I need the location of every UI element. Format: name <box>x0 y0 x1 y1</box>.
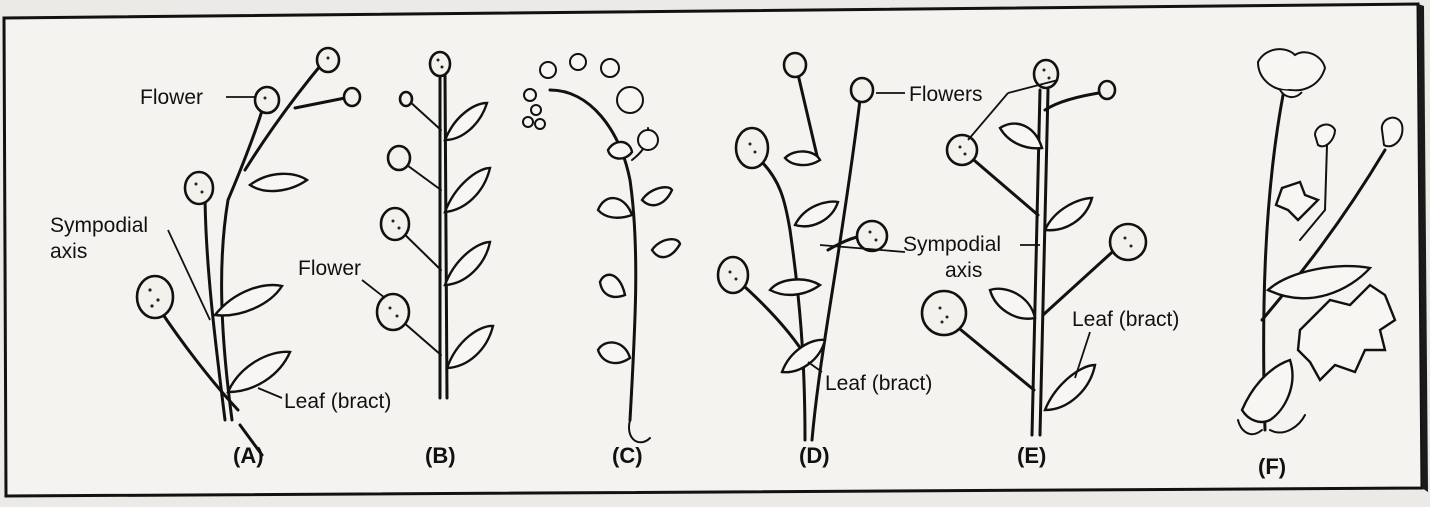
panel-a-caption: (A) <box>233 443 264 468</box>
panel-e-flowers-label: Flowers <box>909 83 983 106</box>
panel-c-flower-7 <box>617 87 643 113</box>
figure-border <box>4 4 1422 496</box>
panel-a-flower-label: Flower <box>140 86 203 109</box>
panel-c-bud-1 <box>570 54 586 70</box>
panel-c-flower-8 <box>638 130 658 150</box>
panel-a-axis-label-1: Sympodial <box>50 214 148 237</box>
panel-e-leaf-label: Leaf (bract) <box>1072 308 1179 331</box>
panel-d-flower-2 <box>851 78 873 102</box>
panel-e-flower-3 <box>947 135 977 165</box>
panel-f-flower-1 <box>1258 49 1325 90</box>
panel-d-flower-3 <box>736 128 768 168</box>
panel-c-caption: (C) <box>612 443 643 468</box>
panel-d-flower-1 <box>784 53 806 77</box>
panel-e-axis-label-1: Sympodial <box>903 233 1001 256</box>
panel-a-flower-2 <box>317 48 339 72</box>
panel-d-flower-4 <box>857 221 887 251</box>
panel-b-axis-2 <box>445 75 447 398</box>
panel-a-flower-1 <box>255 87 279 113</box>
panel-c-flower-9 <box>601 59 619 77</box>
panel-d-caption: (D) <box>799 443 830 468</box>
panel-e-axis-label-2: axis <box>945 259 982 282</box>
panel-b-flower-5 <box>377 294 409 330</box>
panel-c-bud-2 <box>540 62 556 78</box>
panel-c-bud-3 <box>524 89 536 101</box>
panel-a-axis-label-2: axis <box>50 240 87 263</box>
panel-b-caption: (B) <box>425 443 456 468</box>
panel-a-flower-4 <box>185 172 213 204</box>
panel-e-flower-4 <box>1110 224 1146 260</box>
panel-b-flower-4 <box>381 208 409 240</box>
panel-b-flower-3 <box>388 146 410 170</box>
panel-e-flower-5 <box>922 291 966 335</box>
panel-d-leaf-label: Leaf (bract) <box>825 372 932 395</box>
panel-a-leaf-label: Leaf (bract) <box>284 390 391 413</box>
panel-e-caption: (E) <box>1017 443 1046 468</box>
panel-e-flower-2 <box>1099 81 1115 99</box>
panel-f-caption: (F) <box>1258 454 1286 479</box>
panel-c-flower-1 <box>608 142 632 159</box>
panel-d-leaf-1 <box>785 151 820 165</box>
panel-d-flower-5 <box>718 257 748 293</box>
panel-b-flower-2 <box>400 92 412 106</box>
panel-a-flower-3 <box>344 88 360 106</box>
panel-b-flower-label: Flower <box>298 257 361 280</box>
panel-b-flower-1 <box>430 52 450 76</box>
panel-a-flower-5 <box>137 276 173 318</box>
